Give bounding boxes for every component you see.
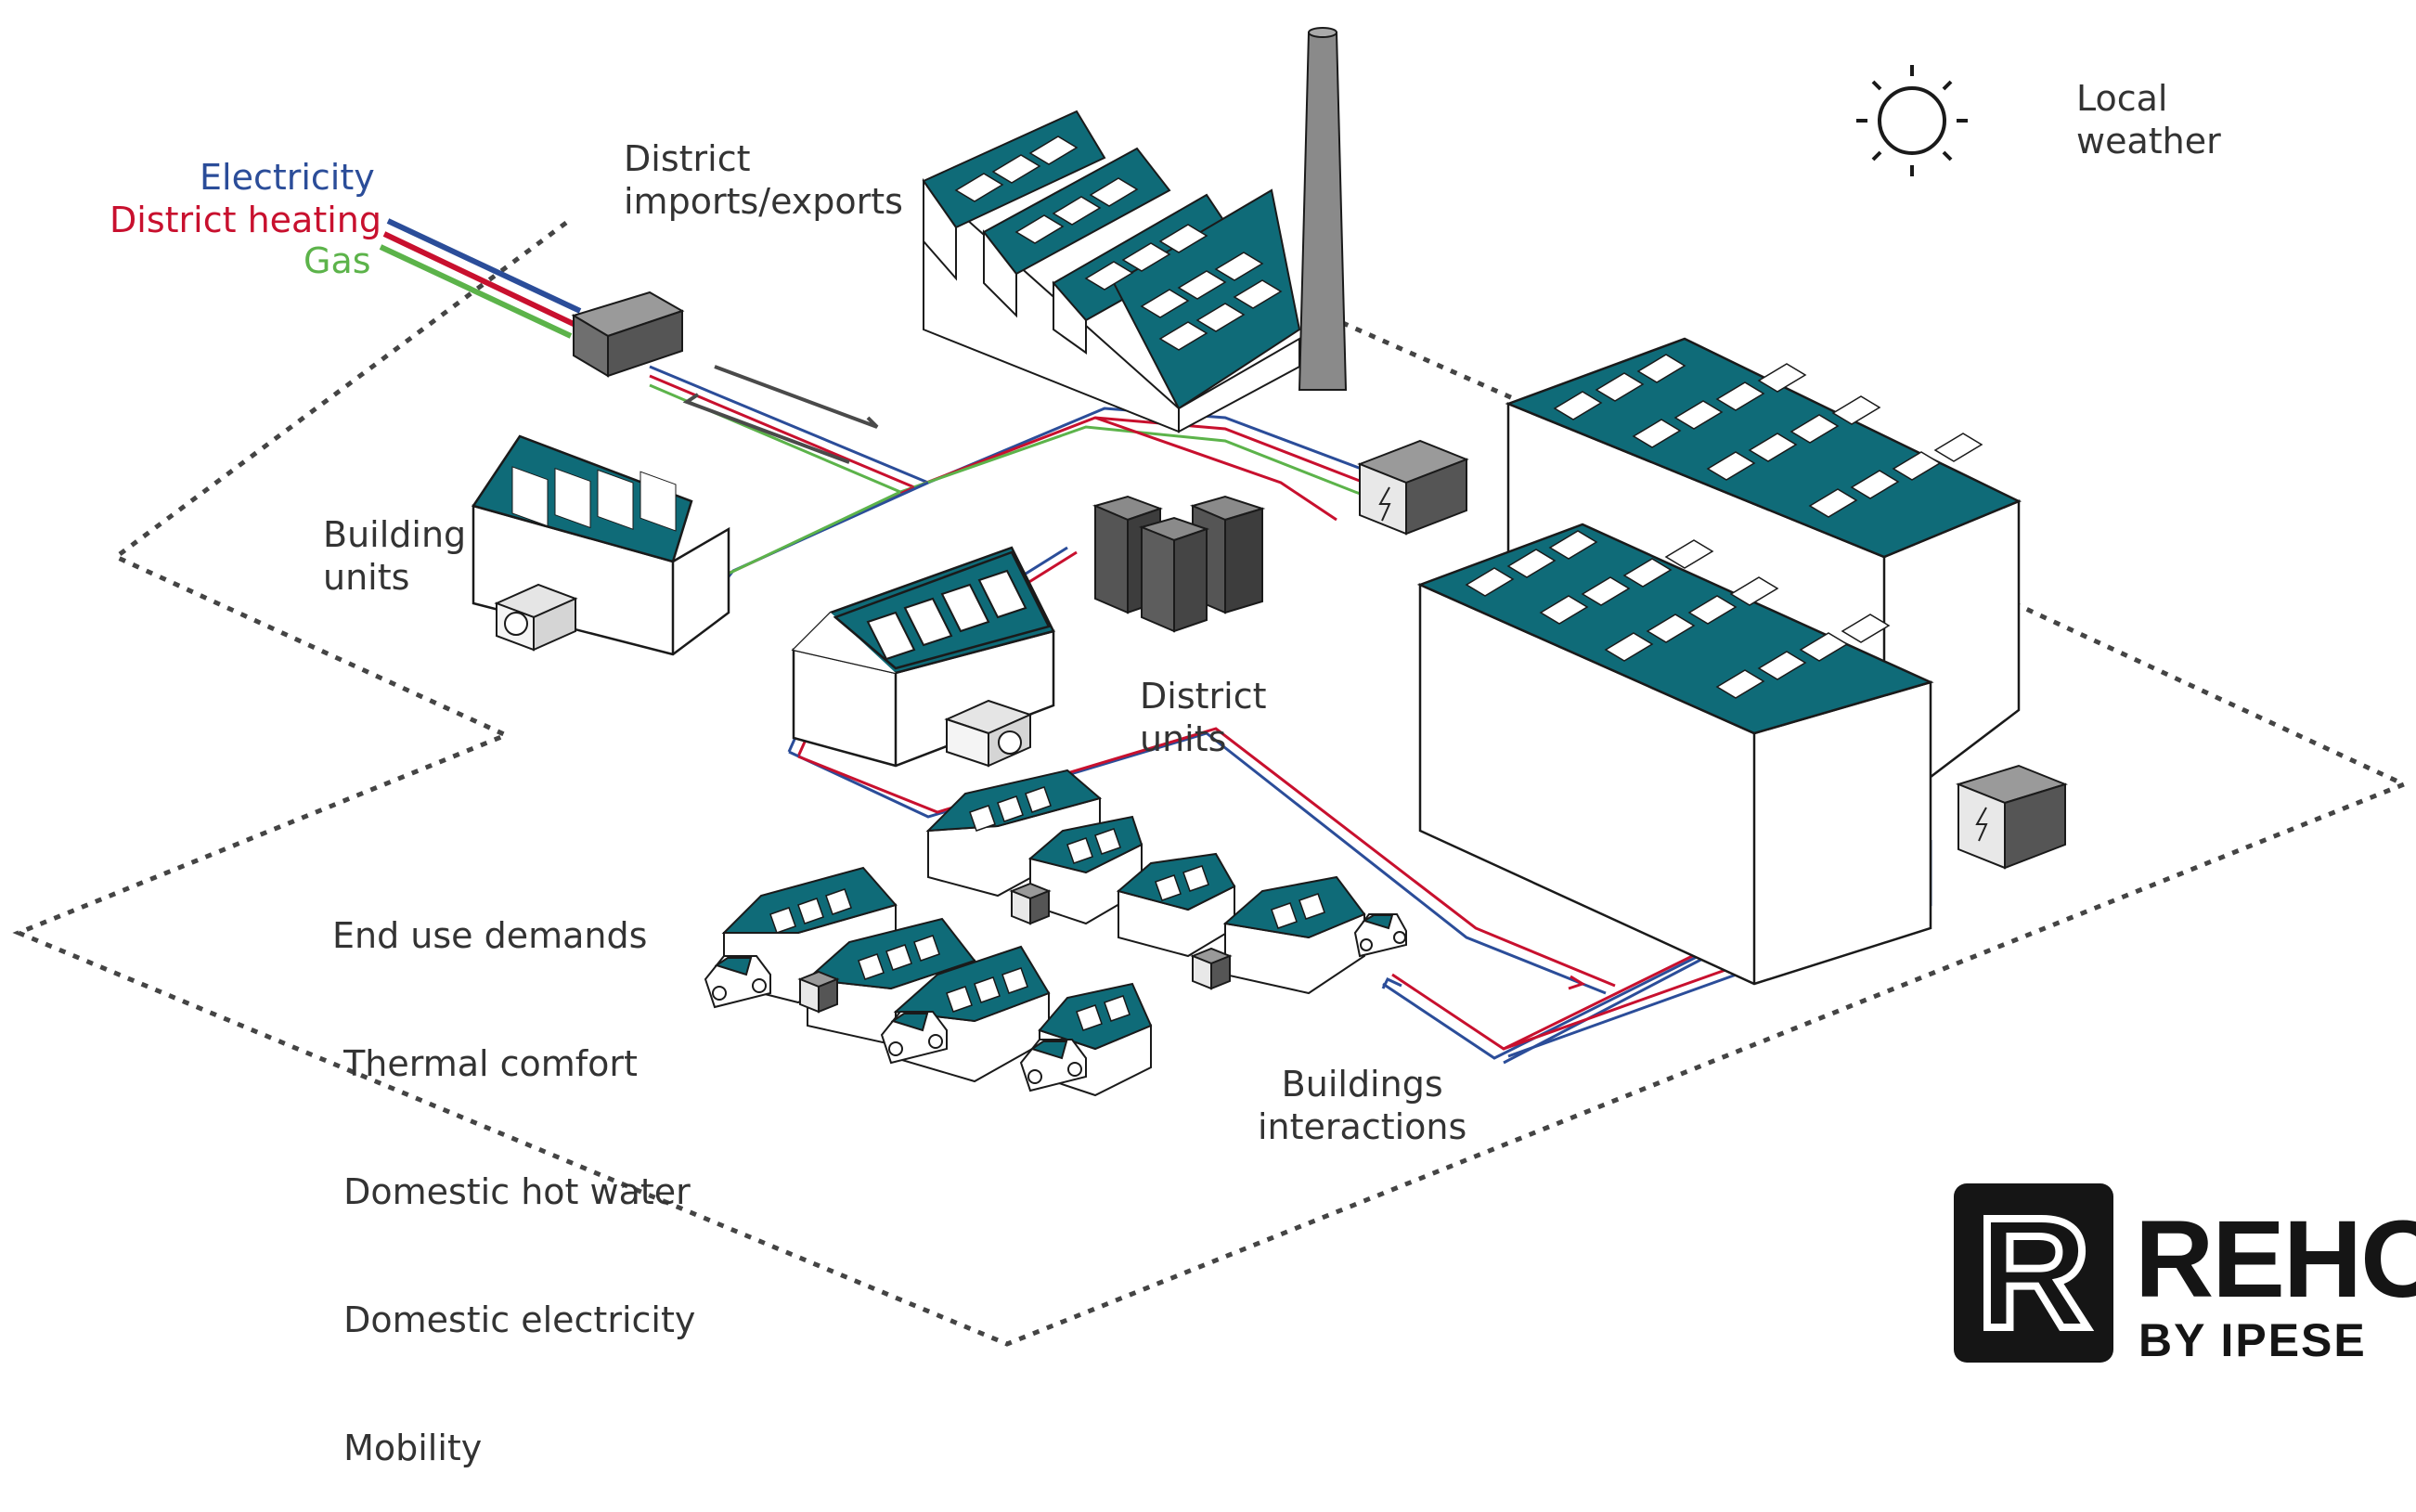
label-end-use-demands: End use demands Thermal comfort Domestic… xyxy=(332,829,695,1512)
label-line: imports/exports xyxy=(624,181,903,222)
small-house-solar xyxy=(769,786,1325,1031)
label-line: Buildings xyxy=(1281,1064,1443,1105)
small-house xyxy=(893,945,1051,1083)
small-house xyxy=(1222,875,1366,995)
legend-gas: Gas xyxy=(304,240,371,281)
battery-icon xyxy=(1955,764,2069,870)
label-line: interactions xyxy=(1258,1106,1467,1147)
label-line: units xyxy=(323,557,410,598)
electric-car-icon xyxy=(1019,1039,1087,1092)
heat-pump-icon xyxy=(494,583,578,652)
interaction-arrows xyxy=(1381,975,1586,990)
logo-subtitle: BY IPESE xyxy=(2138,1314,2367,1366)
label-line: Domestic electricity xyxy=(332,1299,696,1340)
import-export-arrows xyxy=(682,365,879,464)
chimney-icon xyxy=(1298,27,1348,391)
sun-icon xyxy=(1856,65,1968,176)
label-line: End use demands xyxy=(332,915,648,956)
battery-icon xyxy=(1357,439,1469,536)
reho-district-diagram: R Electricity District heating Gas Distr… xyxy=(12,27,2416,1468)
supply-lines xyxy=(379,218,582,339)
battery-icon xyxy=(1009,882,1052,925)
legend-electricity: Electricity xyxy=(200,157,375,198)
battery-icon xyxy=(1190,947,1233,990)
label-line: Building xyxy=(323,514,467,555)
legend-district-heating: District heating xyxy=(110,200,381,240)
label-line: Local xyxy=(2076,78,2168,119)
label-line: units xyxy=(1140,718,1227,759)
label-line: District xyxy=(1140,676,1267,717)
label-line: Thermal comfort xyxy=(332,1043,638,1084)
battery-icon xyxy=(797,970,840,1014)
electric-car-icon xyxy=(1353,913,1407,958)
label-buildings-interactions: Buildings interactions xyxy=(1258,1063,1466,1148)
label-building-units: Building units xyxy=(323,513,466,599)
house-2-solar xyxy=(866,569,1027,661)
district-boundary xyxy=(12,220,2410,1347)
diagram-artwork: R xyxy=(12,27,2410,1365)
electric-car-icon xyxy=(880,1011,948,1065)
label-district-imports-exports: District imports/exports xyxy=(624,137,903,223)
logo-name: REHO xyxy=(2135,1198,2416,1321)
logo-wordmark: REHO BY IPESE xyxy=(2135,1205,2416,1366)
logo-letter: R xyxy=(1977,1185,2091,1362)
reho-logo: R xyxy=(1954,1182,2113,1365)
electric-car-icon xyxy=(704,955,771,1009)
label-district-units: District units xyxy=(1140,675,1267,760)
substation-icon xyxy=(571,291,685,378)
label-line: District xyxy=(624,138,751,179)
label-line: Domestic hot water xyxy=(332,1171,691,1212)
house-1-solar xyxy=(511,466,677,532)
label-local-weather: Local weather xyxy=(2076,77,2221,162)
heat-pump-icon xyxy=(944,699,1033,768)
label-line: weather xyxy=(2076,121,2221,162)
battery-stack xyxy=(1092,495,1266,633)
label-line: Mobility xyxy=(332,1428,483,1468)
